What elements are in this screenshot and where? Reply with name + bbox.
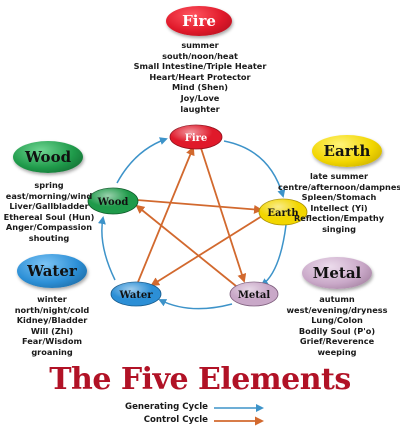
generating-arrow-fire-earth	[223, 140, 286, 198]
metal-attribute: Grief/Reverence	[299, 336, 375, 347]
metal-attribute: Bodily Soul (P'o)	[298, 325, 376, 336]
wood-attribute: shouting	[28, 232, 70, 243]
fire-badge: Fire	[166, 6, 232, 36]
earth-attribute: singing	[322, 223, 356, 234]
metal-attribute: weeping	[317, 346, 357, 357]
cycle-node-fire-label: Fire	[185, 133, 208, 144]
cycle-node-earth: Earth	[258, 198, 308, 226]
wood-badge: Wood	[13, 141, 83, 173]
fire-attribute: south/noon/heat	[162, 50, 238, 61]
metal-attributes: autumn west/evening/dryness Lung/Colon B…	[282, 294, 392, 358]
water-attribute: Fear/Wisdom	[21, 336, 83, 347]
metal-attribute: autumn	[319, 294, 355, 304]
wood-attribute: Ethereal Soul (Hun)	[3, 211, 95, 222]
earth-attributes: late summer centre/afternoon/dampness Sp…	[278, 171, 400, 235]
fire-attributes: summer south/noon/heat Small Intestine/T…	[100, 40, 300, 114]
cycle-node-wood-label: Wood	[97, 197, 129, 208]
wood-attribute: spring	[34, 180, 64, 190]
generating-arrow-earth-metal	[260, 224, 287, 287]
generating-arrow-metal-water	[158, 299, 233, 310]
water-attribute: winter	[37, 294, 67, 304]
generating-arrow-wood-fire	[116, 137, 168, 184]
fire-attribute: Small Intestine/Triple Heater	[133, 61, 267, 72]
fire-attribute: Mind (Shen)	[171, 82, 229, 93]
earth-badge-label: Earth	[323, 142, 371, 160]
fire-attribute: laughter	[180, 103, 220, 114]
legend-generating-label: Generating Cycle	[125, 402, 208, 412]
wood-badge-label: Wood	[24, 148, 72, 166]
cycle-node-water: Water	[110, 281, 162, 307]
cycle-node-water-label: Water	[118, 290, 153, 301]
earth-attribute: late summer	[309, 171, 368, 181]
earth-attribute: Reflection/Empathy	[293, 213, 385, 224]
fire-attribute: summer	[181, 40, 219, 50]
water-attribute: north/night/cold	[14, 304, 90, 315]
water-attribute: Kidney/Bladder	[16, 315, 88, 326]
earth-attribute: Intellect (Yi)	[310, 202, 368, 213]
control-arrow-fire-metal	[199, 144, 247, 283]
earth-badge: Earth	[312, 135, 382, 167]
fire-badge-label: Fire	[182, 12, 216, 30]
water-attribute: Will (Zhi)	[30, 325, 74, 336]
control-arrow-wood-earth	[136, 199, 263, 214]
diagram-title: The Five Elements	[49, 362, 351, 397]
earth-attribute: Spleen/Stomach	[301, 192, 377, 203]
cycle-node-earth-label: Earth	[267, 208, 299, 219]
metal-badge: Metal	[302, 257, 372, 289]
fire-attribute: Heart/Heart Protector	[149, 71, 251, 82]
water-badge: Water	[17, 254, 87, 288]
legend-control-label: Control Cycle	[143, 415, 208, 425]
generating-arrow-water-wood	[97, 216, 116, 281]
cycle-node-fire: Fire	[169, 124, 223, 150]
metal-attribute: west/evening/dryness	[286, 304, 388, 315]
control-arrow-metal-wood	[135, 204, 237, 287]
wood-attribute: east/morning/wind	[5, 190, 93, 201]
water-attributes: winter north/night/cold Kidney/Bladder W…	[4, 294, 100, 358]
control-arrow-earth-water	[150, 215, 263, 287]
fire-attribute: Joy/Love	[180, 92, 220, 103]
metal-badge-label: Metal	[312, 264, 362, 282]
wood-attribute: Anger/Compassion	[5, 222, 93, 233]
water-attribute: groaning	[31, 346, 73, 357]
cycle-node-metal-label: Metal	[238, 290, 271, 301]
earth-attribute: centre/afternoon/dampness	[278, 181, 400, 192]
metal-attribute: Lung/Colon	[311, 315, 363, 326]
wood-attribute: Liver/Gallbladder	[9, 201, 89, 212]
control-arrow-water-fire	[137, 146, 195, 283]
wood-attributes: spring east/morning/wind Liver/Gallbladd…	[0, 180, 98, 244]
cycle-node-metal: Metal	[229, 281, 279, 307]
cycle-node-wood: Wood	[87, 187, 139, 215]
water-badge-label: Water	[27, 262, 77, 280]
